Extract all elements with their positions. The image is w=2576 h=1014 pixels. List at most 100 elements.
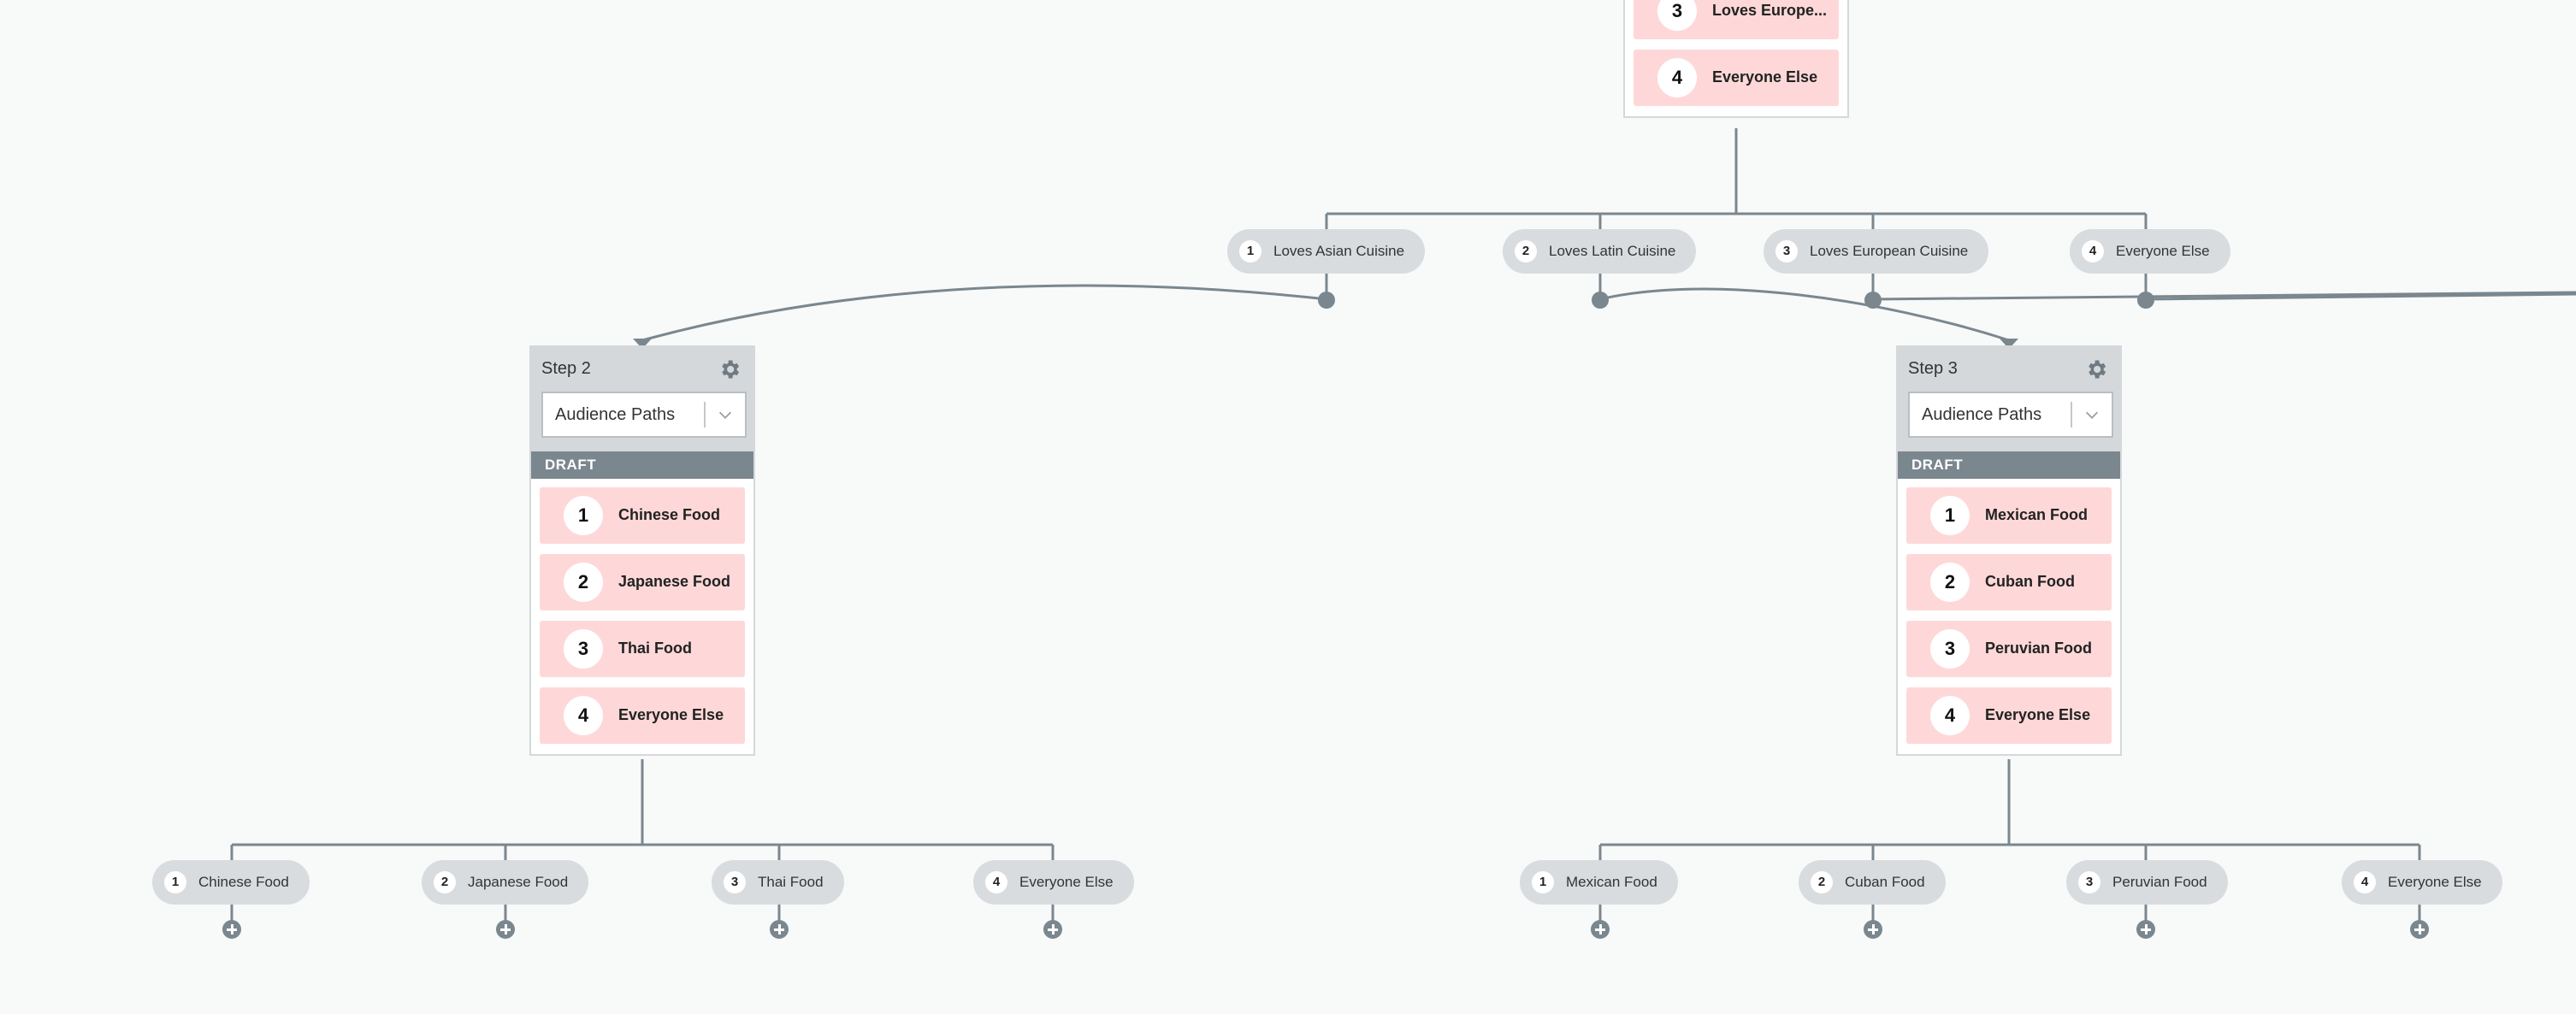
branch-pill-everyone-else[interactable]: 4 Everyone Else — [2070, 229, 2230, 274]
branch-label: Loves European Cuisine — [1810, 243, 1969, 259]
step-title: Step 2 — [541, 359, 591, 378]
branch-number: 2 — [1515, 240, 1537, 262]
path-number: 1 — [1930, 496, 1970, 535]
plus-icon[interactable] — [2410, 920, 2429, 939]
path-label: Loves Europe... — [1712, 2, 1828, 19]
branch-number: 3 — [2078, 871, 2100, 893]
branch-number: 3 — [1775, 240, 1798, 262]
branch-pill-japanese-food[interactable]: 2 Japanese Food — [422, 860, 589, 905]
select-value: Audience Paths — [555, 405, 676, 424]
arrow-down-icon — [2000, 339, 2018, 349]
branch-label: Peruvian Food — [2112, 874, 2207, 890]
step-title: Step 3 — [1908, 359, 1958, 378]
path-number: 2 — [1930, 563, 1970, 602]
branch-label: Everyone Else — [2388, 874, 2482, 890]
path-item[interactable]: 4 Everyone Else — [540, 687, 745, 744]
path-number: 3 — [1930, 629, 1970, 669]
branch-number: 4 — [2354, 871, 2376, 893]
step-header: Step 2 Audience Paths — [531, 347, 753, 451]
select-divider — [704, 402, 706, 427]
connector-curve — [641, 284, 1327, 342]
plus-icon[interactable] — [222, 920, 241, 939]
path-label: Everyone Else — [1985, 706, 2091, 723]
path-label: Everyone Else — [1712, 68, 1818, 85]
connector-dot-icon — [2137, 292, 2154, 309]
path-item[interactable]: 2 Japanese Food — [540, 554, 745, 610]
path-item[interactable]: 1 Chinese Food — [540, 487, 745, 544]
path-item[interactable]: 4 Everyone Else — [1634, 50, 1839, 106]
connector-curve — [2145, 292, 2576, 301]
path-number: 2 — [564, 563, 603, 602]
path-number: 4 — [1657, 58, 1697, 97]
branch-pill-everyone-else[interactable]: 4 Everyone Else — [973, 860, 1134, 905]
branch-number: 2 — [1811, 871, 1833, 893]
arrow-down-icon — [633, 339, 652, 349]
path-item[interactable]: 4 Everyone Else — [1906, 687, 2112, 744]
path-label: Chinese Food — [618, 506, 721, 523]
branch-pill-peruvian-food[interactable]: 3 Peruvian Food — [2066, 860, 2228, 905]
path-number: 4 — [1930, 696, 1970, 735]
branch-label: Cuban Food — [1845, 874, 1925, 890]
plus-icon[interactable] — [770, 920, 789, 939]
plus-icon[interactable] — [496, 920, 515, 939]
branch-pill-chinese-food[interactable]: 1 Chinese Food — [152, 860, 310, 905]
branch-number: 4 — [2082, 240, 2104, 262]
status-badge: DRAFT — [531, 451, 753, 479]
branch-number: 1 — [1532, 871, 1554, 893]
connector-dot-icon — [1864, 292, 1882, 309]
plus-icon[interactable] — [1043, 920, 1062, 939]
chevron-down-icon[interactable] — [716, 405, 735, 424]
branch-label: Loves Asian Cuisine — [1273, 243, 1405, 259]
path-item[interactable]: 2 Cuban Food — [1906, 554, 2112, 610]
path-item[interactable]: 3 Loves Europe... — [1634, 0, 1839, 39]
plus-icon[interactable] — [1591, 920, 1610, 939]
branch-label: Everyone Else — [2116, 243, 2210, 259]
plus-icon[interactable] — [2136, 920, 2155, 939]
connector-curve — [1599, 287, 2010, 342]
branch-pill-loves-asian[interactable]: 1 Loves Asian Cuisine — [1227, 229, 1426, 274]
branch-label: Chinese Food — [198, 874, 289, 890]
step-2-card[interactable]: Step 2 Audience Paths DRAFT 1 Chinese Fo… — [529, 345, 755, 756]
branch-number: 1 — [164, 871, 186, 893]
path-label: Thai Food — [618, 640, 692, 657]
branch-label: Thai Food — [758, 874, 824, 890]
connector-curve — [1872, 291, 2576, 301]
branch-pill-mexican-food[interactable]: 1 Mexican Food — [1520, 860, 1678, 905]
branch-number: 3 — [724, 871, 746, 893]
gear-icon[interactable] — [718, 357, 741, 381]
status-badge: DRAFT — [1898, 451, 2120, 479]
branch-pill-loves-latin[interactable]: 2 Loves Latin Cuisine — [1503, 229, 1697, 274]
path-item[interactable]: 1 Mexican Food — [1906, 487, 2112, 544]
step-1-card[interactable]: 3 Loves Europe... 4 Everyone Else — [1623, 0, 1849, 118]
branch-pill-everyone-else[interactable]: 4 Everyone Else — [2342, 860, 2502, 905]
branch-label: Loves Latin Cuisine — [1549, 243, 1676, 259]
select-divider — [2071, 402, 2072, 427]
path-label: Japanese Food — [618, 573, 731, 590]
branch-number: 2 — [434, 871, 456, 893]
path-item[interactable]: 3 Thai Food — [540, 621, 745, 677]
select-value: Audience Paths — [1922, 405, 2042, 424]
connector-dot-icon — [1318, 292, 1335, 309]
path-number: 3 — [564, 629, 603, 669]
gear-icon[interactable] — [2084, 357, 2108, 381]
path-label: Cuban Food — [1985, 573, 2075, 590]
branch-label: Japanese Food — [468, 874, 569, 890]
branch-pill-loves-european[interactable]: 3 Loves European Cuisine — [1764, 229, 1989, 274]
branch-pill-thai-food[interactable]: 3 Thai Food — [712, 860, 844, 905]
branch-number: 4 — [985, 871, 1007, 893]
step-header: Step 3 Audience Paths — [1898, 347, 2120, 451]
step-3-card[interactable]: Step 3 Audience Paths DRAFT 1 Mexican Fo… — [1896, 345, 2122, 756]
path-label: Everyone Else — [618, 706, 724, 723]
path-item[interactable]: 3 Peruvian Food — [1906, 621, 2112, 677]
path-number: 4 — [564, 696, 603, 735]
branch-label: Mexican Food — [1566, 874, 1657, 890]
branch-label: Everyone Else — [1019, 874, 1114, 890]
branch-pill-cuban-food[interactable]: 2 Cuban Food — [1799, 860, 1946, 905]
path-type-select[interactable]: Audience Paths — [1908, 392, 2113, 438]
connector-dot-icon — [1592, 292, 1609, 309]
path-type-select[interactable]: Audience Paths — [541, 392, 747, 438]
path-number: 1 — [564, 496, 603, 535]
plus-icon[interactable] — [1864, 920, 1882, 939]
chevron-down-icon[interactable] — [2083, 405, 2101, 424]
